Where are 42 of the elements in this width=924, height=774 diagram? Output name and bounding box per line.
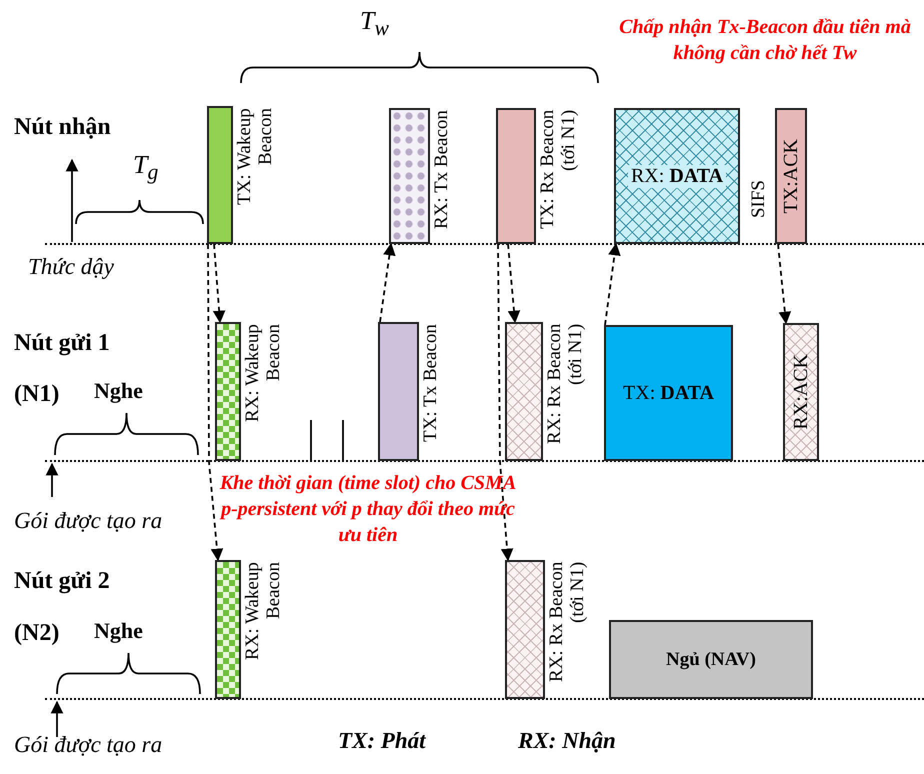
block-label: RX: Tx Beacon	[431, 110, 452, 231]
block-label: TX: Tx Beacon	[420, 324, 441, 444]
receive-block	[614, 108, 740, 244]
arrow	[604, 242, 621, 326]
block-label: TX: Rx Beacon (tới N1)	[537, 110, 579, 232]
arrow	[507, 244, 520, 324]
event-label: Gói được tạo ra	[14, 508, 162, 534]
block-label: TX: Wakeup Beacon	[234, 108, 276, 207]
block-label: RX: Rx Beacon (tới N1)	[546, 562, 588, 684]
row-label: Nút nhận	[14, 114, 111, 141]
arrow	[777, 244, 792, 324]
interval-label: SIFS	[748, 180, 770, 218]
duration-label: T$_{g}$	[133, 150, 158, 186]
transmit-block	[775, 108, 807, 244]
block-label: RX: Wakeup Beacon	[242, 562, 284, 662]
annotation: Chấp nhận Tx-Beacon đầu tiên mà không cần chờ hết Tw	[618, 15, 912, 66]
arrow	[207, 244, 224, 562]
sleep-block	[609, 620, 813, 699]
row-label: (N2)	[14, 620, 60, 647]
block-label: Ngủ (NAV)	[666, 648, 756, 670]
phase-label: Nghe	[94, 378, 143, 404]
row-label: Nút gửi 2	[14, 568, 110, 595]
block-label: RX:ACK	[790, 354, 812, 430]
event-label: Thức dậy	[28, 254, 114, 280]
abbreviation-note: RX: Nhận	[518, 728, 616, 754]
phase-label: Nghe	[94, 618, 143, 644]
row-label: (N1)	[14, 381, 60, 408]
arrow	[497, 244, 514, 562]
row-label: Nút gửi 1	[14, 330, 110, 357]
receive-block	[783, 323, 819, 461]
block-label: RX: Wakeup Beacon	[242, 324, 284, 424]
block-label: TX: DATA	[623, 382, 714, 404]
arrow	[379, 242, 396, 322]
block-label: RX: DATA	[628, 164, 726, 188]
annotation: Khe thời gian (time slot) cho CSMA p-persistent với p thay đổi theo mức ưu tiên	[218, 471, 518, 548]
duration-label: T$_{w}$	[360, 6, 389, 42]
transmit-block	[604, 325, 733, 461]
block-label: RX: Rx Beacon (tới N1)	[544, 324, 586, 446]
event-label: Gói được tạo ra	[14, 732, 162, 758]
arrow	[212, 244, 226, 324]
abbreviation-note: TX: Phát	[338, 728, 426, 754]
block-label: TX:ACK	[780, 138, 802, 214]
